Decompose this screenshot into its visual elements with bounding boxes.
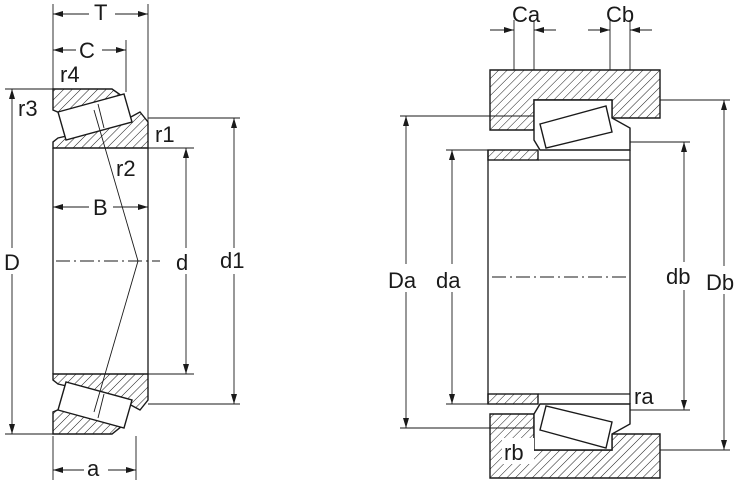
label-Ca: Ca [512, 2, 541, 27]
label-r3: r3 [18, 96, 38, 121]
roller-top [57, 93, 133, 141]
label-db: db [666, 264, 690, 289]
roller-bottom [57, 381, 133, 429]
left-bearing-section: T C r4 r3 r1 r2 B D d d1 a [2, 0, 252, 482]
label-B: B [93, 195, 108, 220]
label-T: T [94, 0, 107, 25]
label-r4: r4 [60, 62, 80, 87]
label-da: da [436, 268, 461, 293]
dimension-lines-left [9, 11, 237, 473]
label-a: a [87, 456, 100, 481]
label-ra: ra [634, 384, 654, 409]
shaft-shoulder-top [487, 149, 539, 161]
label-r1: r1 [155, 122, 175, 147]
label-rb: rb [504, 440, 524, 465]
label-D: D [4, 250, 20, 275]
label-r2: r2 [116, 156, 136, 181]
label-C: C [79, 38, 95, 63]
shaft-shoulder-bottom [487, 393, 539, 405]
label-Cb: Cb [606, 2, 634, 27]
label-d1: d1 [220, 248, 244, 273]
roller-right-top [539, 105, 613, 149]
label-Da: Da [388, 268, 417, 293]
label-Db: Db [706, 270, 734, 295]
roller-right-bottom [539, 405, 613, 449]
label-d: d [176, 250, 188, 275]
right-mounting-section: Ca Cb Da da db Db ra rb [386, 2, 748, 479]
